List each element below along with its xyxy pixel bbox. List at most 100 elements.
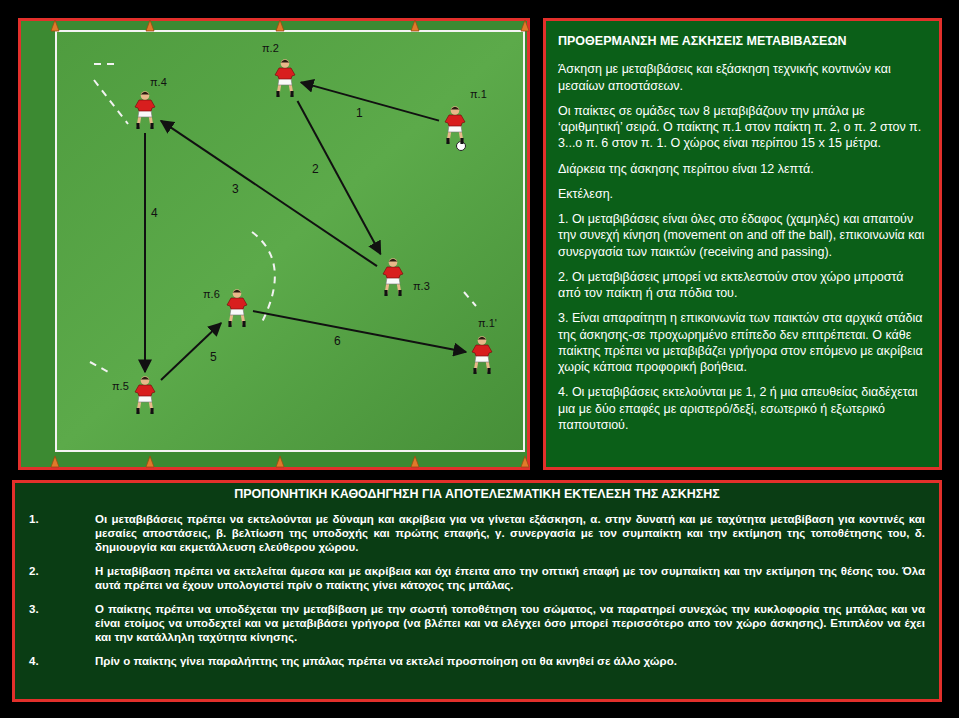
player-label: π.3 bbox=[413, 280, 430, 293]
cones bbox=[51, 456, 59, 467]
player-shirt bbox=[135, 385, 155, 396]
player-head bbox=[281, 59, 290, 68]
pass-number: 4 bbox=[151, 206, 158, 220]
coaching-item: 2.Η μεταβίβαση πρέπει να εκτελείται άμεσ… bbox=[29, 564, 925, 592]
player-node: π.1' bbox=[468, 334, 496, 376]
coaching-item: 4.Πρίν ο παίκτης γίνει παραλήπτης της μπ… bbox=[29, 654, 925, 668]
cones bbox=[51, 20, 59, 31]
player-hair bbox=[233, 290, 241, 293]
pass-arrow bbox=[161, 323, 221, 380]
panel-title: ΠΡΟΘΕΡΜΑΝΣΗ ΜΕ ΑΣΚΗΣΕΙΣ ΜΕΤΑΒΙΒΑΣΕΩΝ bbox=[558, 33, 927, 49]
panel-paragraph: 4. Οι μεταβιβάσεις εκτελούνται με 1, 2 ή… bbox=[558, 384, 927, 433]
player-head bbox=[389, 258, 398, 267]
cones bbox=[521, 456, 529, 467]
player-label: π.1' bbox=[478, 317, 497, 330]
cones bbox=[276, 20, 284, 31]
panel-paragraph: 1. Οι μεταβιβάσεις είναι όλες στο έδαφος… bbox=[558, 211, 927, 260]
player-node: π.5 bbox=[131, 374, 159, 416]
player-hair bbox=[451, 107, 459, 110]
player-socks bbox=[448, 138, 462, 144]
movement-lines bbox=[464, 292, 476, 306]
player-node: π.4 bbox=[131, 89, 159, 131]
panel-paragraph: Οι παίκτες σε ομάδες των 8 μεταβιβάζουν … bbox=[558, 103, 927, 152]
player-figure bbox=[271, 57, 299, 99]
cones bbox=[146, 456, 154, 467]
panel-paragraph: 2. Οι μεταβιβάσεις μπορεί να εκτελεστούν… bbox=[558, 269, 927, 302]
player-figure bbox=[131, 374, 159, 416]
cones bbox=[411, 456, 419, 467]
player-figure bbox=[468, 334, 496, 376]
player-node: π.2 bbox=[271, 57, 299, 99]
coaching-panel: ΠΡΟΠΟΝΗΤΙΚΗ ΚΑΘΟΔΗΓΗΣΗ ΓΙΑ ΑΠΟΤΕΛΕΣΜΑΤΙΚ… bbox=[12, 480, 942, 702]
player-socks bbox=[386, 290, 400, 296]
pass-arrow bbox=[298, 101, 381, 254]
player-socks bbox=[278, 91, 292, 97]
player-head bbox=[451, 106, 460, 115]
player-figure bbox=[223, 287, 251, 329]
player-socks bbox=[475, 368, 489, 374]
movement-lines bbox=[90, 64, 476, 374]
player-hair bbox=[389, 259, 397, 262]
movement-lines bbox=[94, 63, 120, 65]
player-node: π.3 bbox=[379, 256, 407, 298]
panel-heading: ΠΡΟΠΟΝΗΤΙΚΗ ΚΑΘΟΔΗΓΗΣΗ ΓΙΑ ΑΠΟΤΕΛΕΣΜΑΤΙΚ… bbox=[29, 487, 925, 502]
pass-arrow bbox=[301, 82, 439, 120]
item-number: 3. bbox=[29, 602, 95, 644]
pitch-area bbox=[56, 31, 524, 451]
coaching-item: 1.Οι μεταβιβάσεις πρέπει να εκτελούνται … bbox=[29, 512, 925, 554]
movement-lines bbox=[90, 362, 112, 374]
description-panel: ΠΡΟΘΕΡΜΑΝΣΗ ΜΕ ΑΣΚΗΣΕΙΣ ΜΕΤΑΒΙΒΑΣΕΩΝ Άσκη… bbox=[543, 18, 942, 470]
player-node: π.1 bbox=[441, 104, 469, 146]
player-shirt bbox=[227, 298, 247, 309]
player-shirt bbox=[445, 115, 465, 126]
pass-number: 1 bbox=[356, 106, 363, 120]
player-shirt bbox=[275, 68, 295, 79]
pass-number: 2 bbox=[312, 162, 319, 176]
player-socks bbox=[138, 408, 152, 414]
panel-paragraph: Άσκηση με μεταβιβάσεις και εξάσκηση τεχν… bbox=[558, 61, 927, 94]
pass-number: 5 bbox=[210, 350, 217, 364]
item-number: 4. bbox=[29, 654, 95, 668]
movement-lines bbox=[252, 232, 275, 322]
player-hair bbox=[478, 337, 486, 340]
movement-lines bbox=[94, 80, 128, 124]
cones bbox=[276, 456, 284, 467]
pitch-panel bbox=[20, 20, 529, 469]
item-number: 1. bbox=[29, 512, 95, 554]
item-text: Ο παίκτης πρέπει να υποδέχεται την μεταβ… bbox=[95, 602, 925, 644]
item-text: Η μεταβίβαση πρέπει να εκτελείται άμεσα … bbox=[95, 564, 925, 592]
pass-arrow bbox=[253, 311, 466, 352]
player-shirt bbox=[383, 267, 403, 278]
cones bbox=[146, 20, 154, 31]
panel-paragraph: Εκτέλεση. bbox=[558, 186, 927, 202]
pass-number: 6 bbox=[334, 334, 341, 348]
item-text: Οι μεταβιβάσεις πρέπει να εκτελούνται με… bbox=[95, 512, 925, 554]
pass-arrow bbox=[144, 133, 146, 372]
player-figure bbox=[441, 104, 469, 146]
panel-paragraph: 3. Είναι απαραίτητη η επικοινωνία των πα… bbox=[558, 310, 927, 375]
player-shirt bbox=[472, 345, 492, 356]
player-head bbox=[141, 91, 150, 100]
player-socks bbox=[138, 123, 152, 129]
cones bbox=[51, 20, 529, 467]
player-socks bbox=[230, 321, 244, 327]
player-label: π.2 bbox=[262, 42, 279, 55]
player-label: π.6 bbox=[203, 288, 220, 301]
player-hair bbox=[141, 92, 149, 95]
cones bbox=[411, 20, 419, 31]
player-hair bbox=[141, 377, 149, 380]
pass-arrow bbox=[161, 121, 377, 266]
coaching-item: 3.Ο παίκτης πρέπει να υποδέχεται την μετ… bbox=[29, 602, 925, 644]
item-text: Πρίν ο παίκτης γίνει παραλήπτης της μπάλ… bbox=[95, 654, 925, 668]
item-number: 2. bbox=[29, 564, 95, 592]
player-head bbox=[233, 289, 242, 298]
player-label: π.1 bbox=[470, 88, 487, 101]
cones bbox=[521, 20, 529, 31]
player-hair bbox=[281, 60, 289, 63]
player-shirt bbox=[135, 100, 155, 111]
player-label: π.5 bbox=[112, 380, 129, 393]
player-node: π.6 bbox=[223, 287, 251, 329]
player-figure bbox=[379, 256, 407, 298]
player-figure bbox=[131, 89, 159, 131]
pass-number: 3 bbox=[232, 182, 239, 196]
